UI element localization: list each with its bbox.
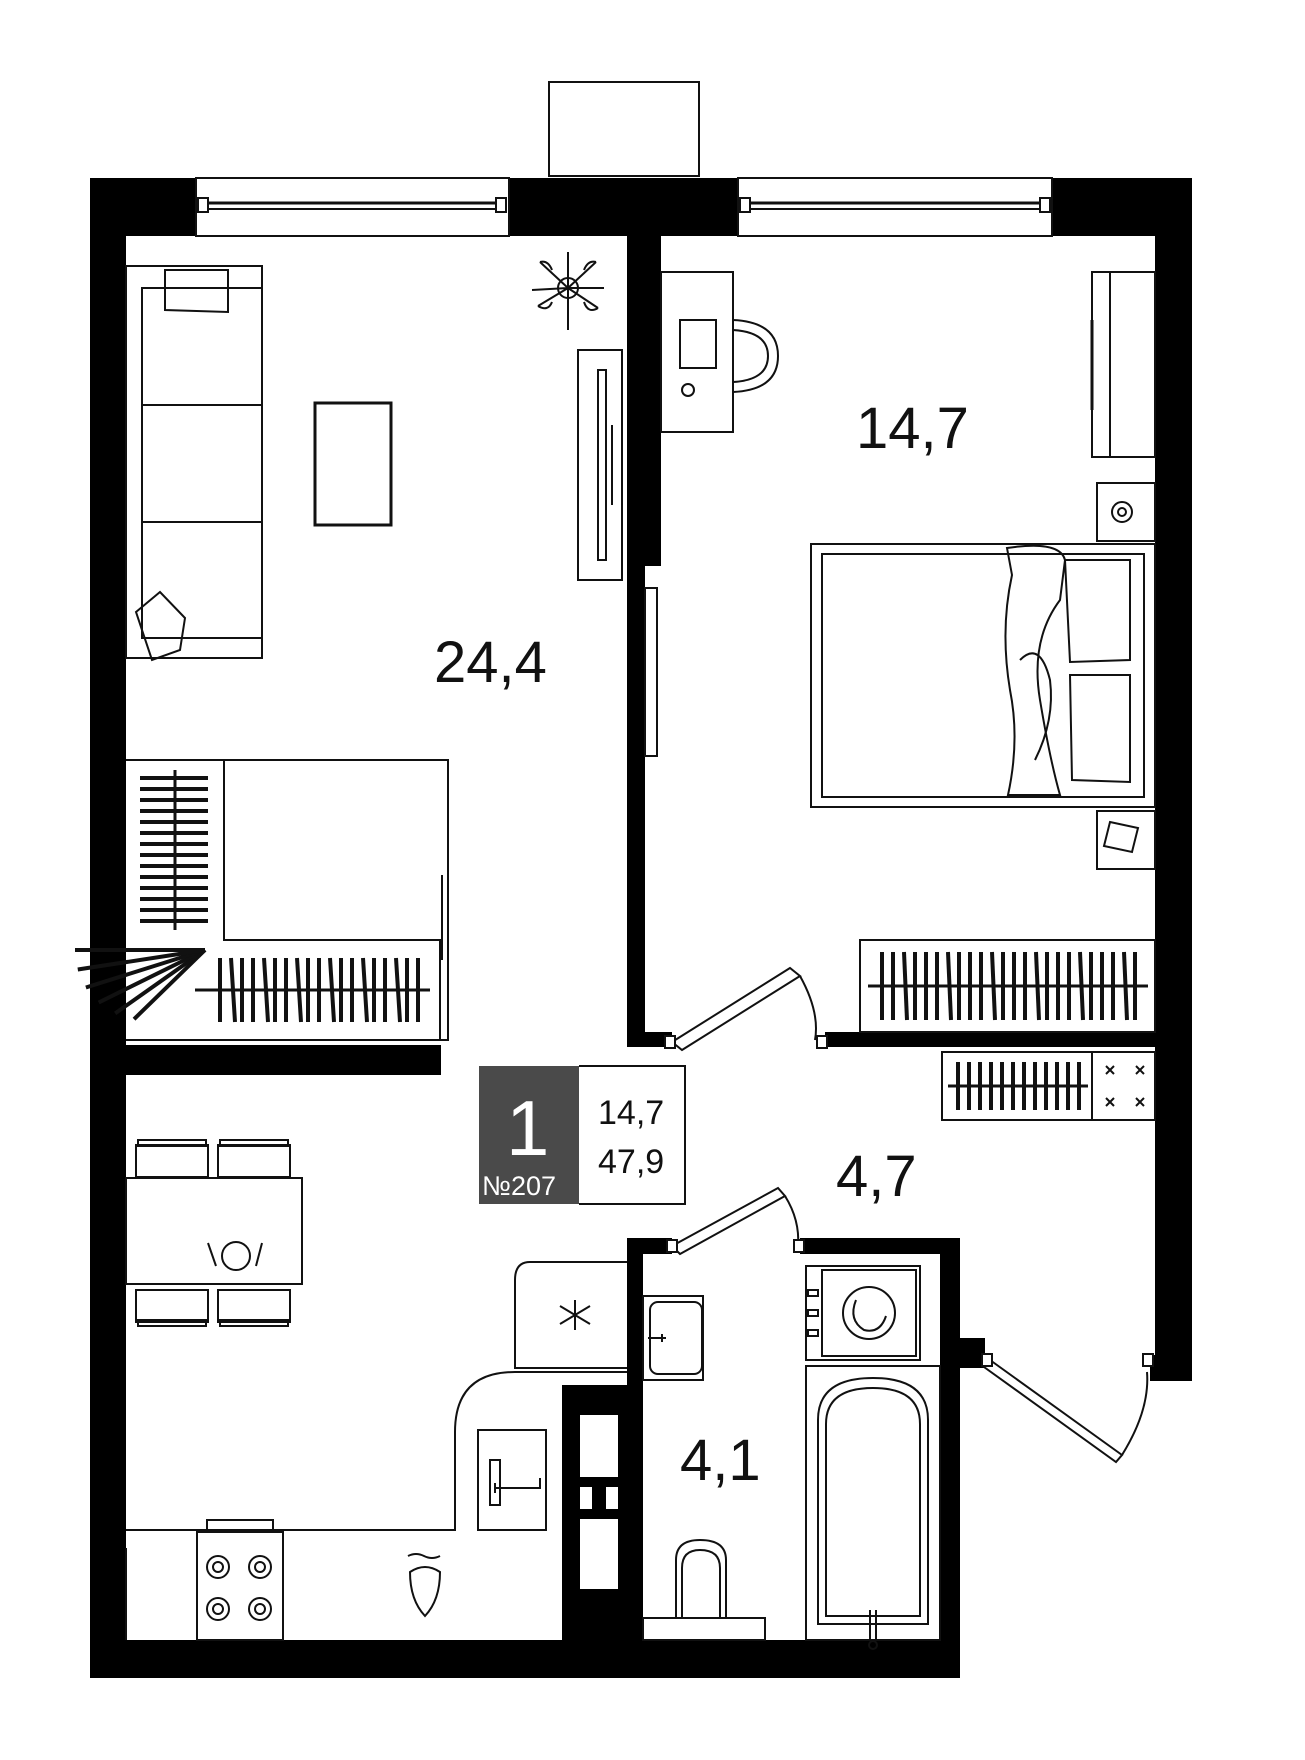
bathroom-area: 4,1 xyxy=(680,1428,761,1493)
entrance-door xyxy=(981,1353,1154,1464)
nightstand-top xyxy=(1096,482,1156,542)
badge-total-area: 47,9 xyxy=(598,1143,664,1181)
hanger-line xyxy=(990,951,997,1021)
hanger-line xyxy=(328,957,336,1023)
coffee-table xyxy=(313,401,393,527)
desk xyxy=(660,271,780,433)
tv-stand xyxy=(577,349,623,581)
shaft xyxy=(580,1415,618,1589)
apartment-badge: 1 №207 14,7 47,9 xyxy=(479,1065,686,1205)
bed xyxy=(810,543,1156,808)
hanger-line xyxy=(295,957,303,1023)
hall-area: 4,7 xyxy=(836,1144,917,1209)
bathtub xyxy=(805,1365,941,1650)
closet-bedroom xyxy=(1090,271,1156,458)
sink xyxy=(642,1295,704,1381)
hanger-line xyxy=(229,957,237,1023)
hanger-line xyxy=(77,948,206,972)
window-bedroom xyxy=(737,177,1053,237)
bathroom-door xyxy=(666,1186,805,1256)
washing-machine xyxy=(805,1265,921,1361)
hanger-line xyxy=(394,957,402,1023)
fridge xyxy=(514,1261,627,1369)
badge-apartment-number: №207 xyxy=(482,1171,556,1201)
wardrobe-bedroom xyxy=(859,939,1156,1033)
badge-frame xyxy=(579,1065,686,1205)
water-heater-icon xyxy=(407,1553,442,1618)
hanger-line xyxy=(946,951,953,1021)
wardrobe-living xyxy=(75,759,449,1041)
stove-icon xyxy=(196,1519,284,1641)
hanger-line xyxy=(361,957,369,1023)
living-room-area: 24,4 xyxy=(434,630,547,695)
badge-rooms-count: 1 xyxy=(506,1084,549,1172)
hanger-line xyxy=(114,948,207,1015)
hanger-line xyxy=(902,951,909,1021)
kitchen-counter xyxy=(125,1371,627,1640)
toilet xyxy=(642,1538,766,1641)
bedroom-area: 14,7 xyxy=(856,396,969,461)
hanger-line xyxy=(1122,951,1129,1021)
walls xyxy=(90,178,1192,1678)
sofa xyxy=(125,265,263,662)
nightstand-bottom xyxy=(1096,810,1156,870)
shoe-rack xyxy=(941,1051,1093,1121)
hanger-line xyxy=(1034,951,1041,1021)
bedroom-door xyxy=(664,966,828,1052)
hanger-line xyxy=(85,948,206,990)
hall-cabinet xyxy=(1091,1051,1156,1121)
plant-icon xyxy=(531,252,604,330)
badge-living-area: 14,7 xyxy=(598,1094,664,1132)
hanger-line xyxy=(262,957,270,1023)
hanger-line xyxy=(132,948,207,1021)
hanger-line xyxy=(97,948,206,1005)
window-living xyxy=(195,177,510,237)
hanger-line xyxy=(1078,951,1085,1021)
balcony-box xyxy=(548,81,700,177)
dining-table xyxy=(125,1139,303,1327)
mirror-panel xyxy=(644,587,658,757)
badge-background xyxy=(479,1066,579,1204)
